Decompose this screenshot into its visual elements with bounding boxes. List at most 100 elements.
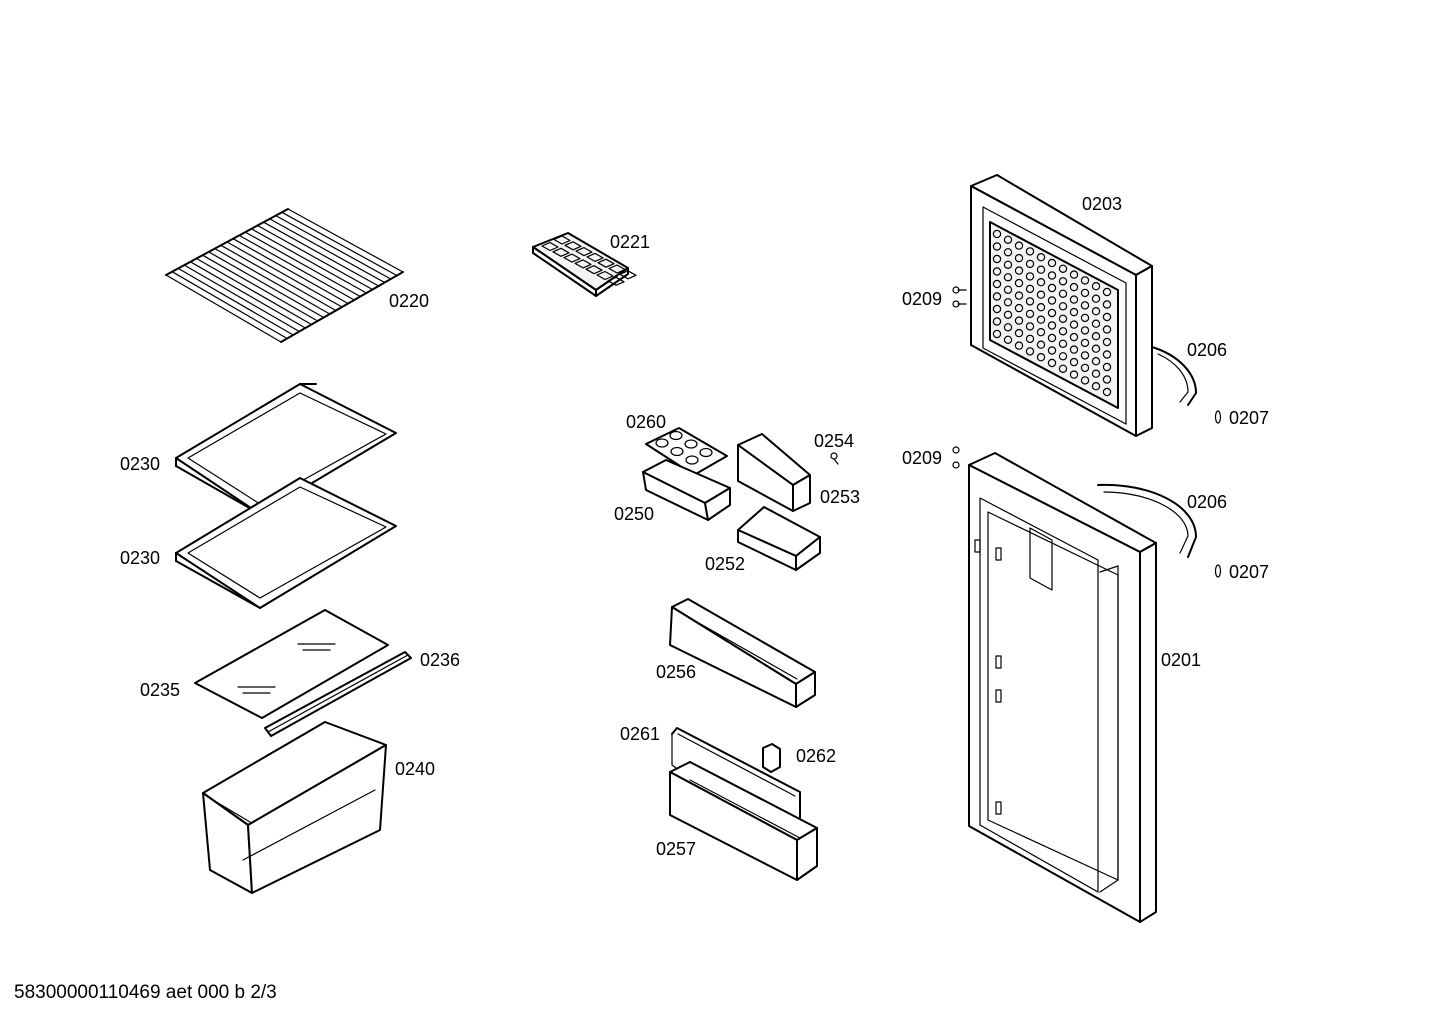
dimple xyxy=(1003,285,1013,294)
dimple xyxy=(1036,265,1046,274)
label-0240: 0240 xyxy=(395,759,436,779)
ice-cell xyxy=(586,252,604,262)
dimple xyxy=(1069,270,1079,279)
part-0207-cap-lower xyxy=(1214,564,1222,578)
label-0209-upper: 0209 xyxy=(902,289,943,309)
dimple xyxy=(992,317,1002,326)
dimple xyxy=(1003,335,1013,344)
dimple xyxy=(1014,316,1024,325)
dimple xyxy=(1091,369,1101,378)
wire-rod xyxy=(256,224,374,291)
dimple xyxy=(1058,264,1068,273)
egg-cup xyxy=(685,455,699,465)
dimple xyxy=(1036,315,1046,324)
dimple xyxy=(1058,339,1068,348)
wire-rod xyxy=(202,254,319,322)
wire-rod xyxy=(165,274,282,343)
dimple xyxy=(1047,271,1057,280)
label-0235: 0235 xyxy=(140,680,181,700)
part-0235-glass-plate xyxy=(194,609,389,719)
part-0221-ice-tray xyxy=(532,232,637,297)
part-0256-door-bin xyxy=(669,598,816,708)
dimple xyxy=(1102,375,1112,384)
dimple xyxy=(1058,302,1068,311)
label-0207-lower: 0207 xyxy=(1229,562,1270,582)
dimple xyxy=(1014,341,1024,350)
ice-cell xyxy=(564,241,582,251)
dimple xyxy=(1080,288,1090,298)
dimple xyxy=(1025,259,1035,269)
dimple xyxy=(992,279,1002,289)
dimple xyxy=(1091,282,1101,291)
part-0206-handle-upper xyxy=(1151,346,1197,406)
ice-cell xyxy=(541,241,559,252)
wire-rod xyxy=(189,261,306,329)
dimple xyxy=(1091,307,1101,316)
label-0221: 0221 xyxy=(610,232,651,252)
dimple xyxy=(1069,282,1079,292)
wire-rod xyxy=(220,244,337,312)
dimple xyxy=(1102,325,1112,334)
dimple xyxy=(1102,287,1112,297)
ice-cell xyxy=(596,270,614,281)
wire-rod xyxy=(269,218,386,284)
dimple xyxy=(1102,362,1112,372)
label-0254: 0254 xyxy=(814,431,855,451)
label-0206-upper: 0206 xyxy=(1187,340,1228,360)
dimple xyxy=(1003,260,1013,269)
dimple xyxy=(1003,235,1013,244)
label-0230-upper: 0230 xyxy=(120,454,161,474)
dimple xyxy=(1069,370,1079,379)
dimple xyxy=(1080,351,1090,360)
part-0254-screw xyxy=(830,452,839,465)
dimple xyxy=(1003,273,1013,282)
part-0257-door-bin xyxy=(669,761,818,881)
part-0209-screws-lower xyxy=(952,446,960,469)
label-0260: 0260 xyxy=(626,412,667,432)
door-slot xyxy=(995,801,1002,815)
dimple xyxy=(1014,266,1024,275)
dimple xyxy=(1047,333,1057,343)
door-gasket xyxy=(1099,565,1119,893)
dimple xyxy=(1025,247,1035,256)
dimple xyxy=(1102,350,1112,359)
dimple xyxy=(1091,382,1101,391)
label-0220: 0220 xyxy=(389,291,430,311)
dimple xyxy=(1080,376,1090,385)
ice-cell xyxy=(607,276,625,286)
dimple xyxy=(1014,253,1024,263)
dimple xyxy=(1047,283,1057,293)
dimple xyxy=(1058,352,1068,361)
label-0203: 0203 xyxy=(1082,194,1123,214)
dimple xyxy=(1036,328,1046,337)
dimple xyxy=(992,229,1002,239)
dimple xyxy=(1025,309,1035,319)
dimple xyxy=(1036,290,1046,299)
dimple xyxy=(992,329,1002,339)
part-0262-clip xyxy=(762,743,781,773)
door-slot xyxy=(995,547,1002,561)
part-0201-fridge-door xyxy=(968,452,1157,923)
part-0230-shelf-lower xyxy=(175,477,397,609)
dimple xyxy=(1091,294,1101,303)
door-slot xyxy=(995,655,1002,669)
wire-rod xyxy=(263,221,380,287)
part-0203-freezer-door xyxy=(970,174,1153,437)
dimple xyxy=(1036,278,1046,287)
part-0206-handle-lower xyxy=(1097,483,1197,558)
wire-rod xyxy=(250,228,367,294)
dimple xyxy=(1025,284,1035,294)
dimple xyxy=(1091,357,1101,366)
dimple xyxy=(1058,277,1068,286)
dimple xyxy=(1080,326,1090,335)
dimple xyxy=(1014,328,1024,338)
ice-cell xyxy=(563,253,581,263)
wire-rod xyxy=(226,241,343,308)
dimple xyxy=(1047,358,1057,368)
label-0206-lower: 0206 xyxy=(1187,492,1228,512)
dimple xyxy=(1080,363,1090,373)
wire-rod xyxy=(244,231,361,298)
dimple xyxy=(1069,332,1079,342)
label-0253: 0253 xyxy=(820,487,861,507)
